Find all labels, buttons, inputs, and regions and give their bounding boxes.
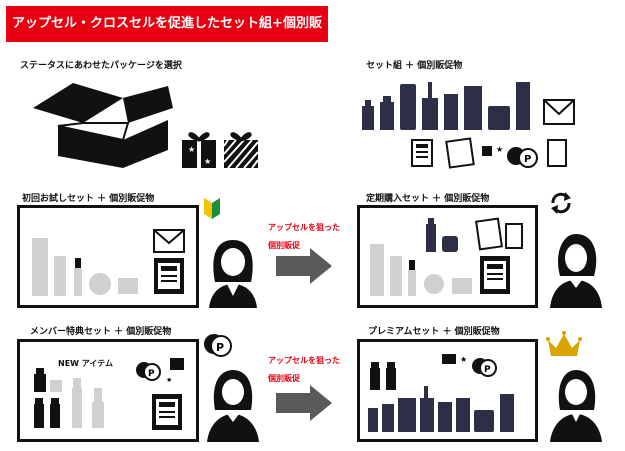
subscription-set-products	[370, 217, 523, 296]
woman-avatar-2	[550, 234, 602, 308]
svg-text:P: P	[216, 341, 224, 354]
svg-text:★: ★	[166, 376, 172, 384]
woman-avatar-1	[209, 240, 257, 308]
panel-2-label: 定期購入セット ＋ 個別販促物	[366, 194, 490, 204]
trial-set-products	[32, 229, 185, 296]
member-set-products: P ★	[34, 358, 184, 430]
arrow-2-line1: アップセルを狙った	[268, 356, 340, 365]
beginner-mark-icon	[204, 198, 220, 219]
title-text: アップセル・クロスセルを促進したセット組+個別販促	[12, 16, 322, 67]
svg-text:P: P	[148, 369, 155, 379]
gift-stars-icon: ★★	[182, 132, 216, 168]
svg-text:★: ★	[188, 145, 195, 154]
svg-text:P: P	[524, 154, 531, 165]
crown-icon	[546, 331, 582, 356]
arrow-1-line1: アップセルを狙った	[268, 223, 340, 232]
woman-avatar-3	[207, 370, 259, 442]
arrow-2-line2: 個別販促	[268, 374, 300, 383]
top-right-label: セット組 ＋ 個別販促物	[366, 61, 463, 71]
svg-text:★: ★	[496, 145, 503, 154]
svg-text:P: P	[484, 365, 491, 375]
panel-1-label: 初回お試しセット ＋ 個別販促物	[22, 194, 155, 204]
premium-set-products: ★ P	[368, 354, 514, 432]
new-item-label: NEW アイテム	[58, 359, 113, 368]
panel-2-box	[357, 205, 538, 308]
panel-3-label: メンバー特典セット ＋ 個別販促物	[30, 327, 172, 337]
svg-text:★: ★	[460, 355, 467, 364]
gift-striped-icon	[223, 132, 259, 169]
product-set-icons: ★ P	[362, 82, 575, 169]
svg-text:★: ★	[204, 157, 211, 166]
top-left-label: ステータスにあわせたパッケージを選択	[20, 61, 182, 71]
title-banner: アップセル・クロスセルを促進したセット組+個別販促	[6, 6, 328, 67]
refresh-icon	[551, 192, 571, 214]
panel-4-box: ★ P	[357, 339, 538, 442]
woman-avatar-4	[550, 370, 602, 442]
panel-3-box: NEW アイテム P ★	[17, 339, 199, 442]
point-coin-icon: P	[204, 334, 232, 357]
panel-1-box	[17, 205, 199, 308]
panel-4-label: プレミアムセット ＋ 個別販促物	[368, 327, 500, 337]
arrow-1-line2: 個別販促	[268, 241, 300, 250]
right-arrow-icon	[276, 385, 332, 421]
right-arrow-icon	[276, 248, 332, 284]
open-box-icon	[33, 83, 173, 168]
